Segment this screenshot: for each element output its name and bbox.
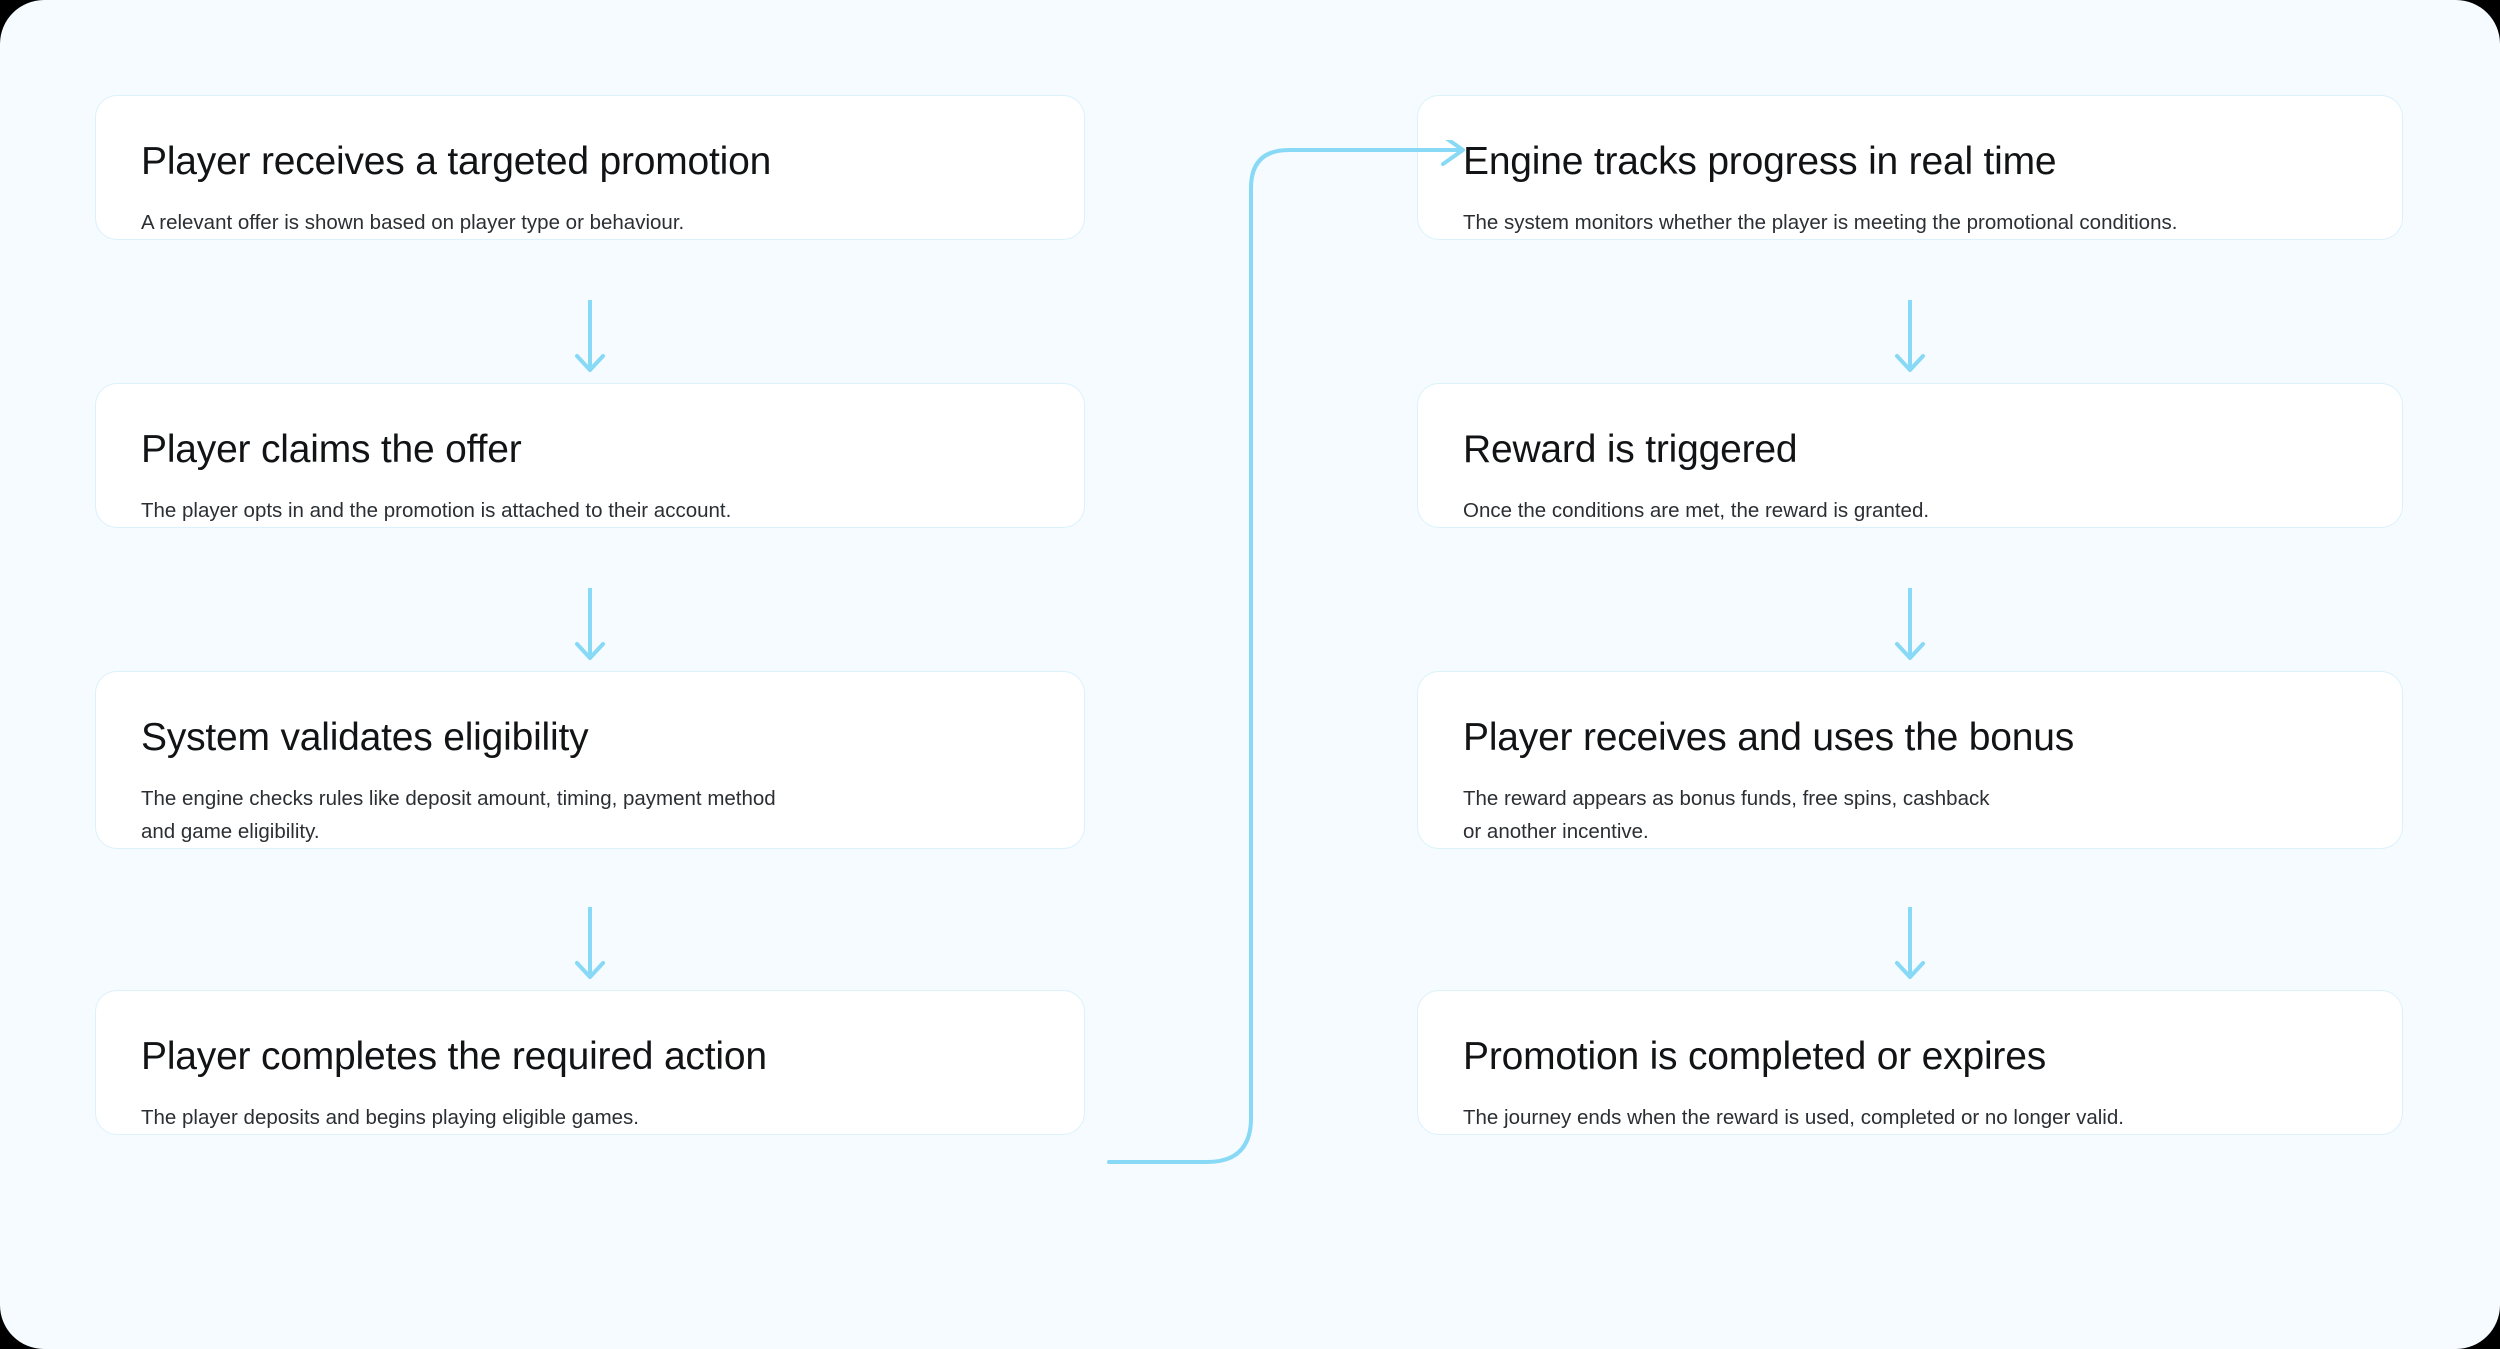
flow-card-description: The engine checks rules like deposit amo… xyxy=(141,782,1039,848)
flow-card-description-line-1: Once the conditions are met, the reward … xyxy=(1463,498,1930,522)
flow-card-heading: Player receives a targeted promotion xyxy=(141,140,772,183)
flow-row-7: Player receives and uses the bonus The r… xyxy=(1417,671,2403,979)
flow-card-heading: Reward is triggered xyxy=(1463,428,1798,471)
flow-row-5: Engine tracks progress in real time The … xyxy=(1417,95,2403,372)
flow-card-description-line-2: or another incentive. xyxy=(1463,819,1649,843)
flow-card-step-3[interactable]: System validates eligibility The engine … xyxy=(95,671,1085,850)
flow-card-step-4[interactable]: Player completes the required action The… xyxy=(95,990,1085,1135)
arrow-step3-step4 xyxy=(570,907,610,985)
flow-card-description-line-1: The engine checks rules like deposit amo… xyxy=(141,786,776,810)
flow-card-step-5[interactable]: Engine tracks progress in real time The … xyxy=(1417,95,2403,240)
flow-card-step-6[interactable]: Reward is triggered Once the conditions … xyxy=(1417,383,2403,528)
flow-row-6: Reward is triggered Once the conditions … xyxy=(1417,383,2403,660)
flow-row-2: Player claims the offer The player opts … xyxy=(95,383,1085,660)
flow-card-description: The player deposits and begins playing e… xyxy=(141,1101,1039,1134)
flow-card-step-7[interactable]: Player receives and uses the bonus The r… xyxy=(1417,671,2403,850)
flow-card-step-8[interactable]: Promotion is completed or expires The jo… xyxy=(1417,990,2403,1135)
arrow-step5-step6 xyxy=(1890,300,1930,378)
flow-card-step-1[interactable]: Player receives a targeted promotion A r… xyxy=(95,95,1085,240)
flow-card-step-2[interactable]: Player claims the offer The player opts … xyxy=(95,383,1085,528)
flow-card-description: The player opts in and the promotion is … xyxy=(141,494,1039,527)
flow-card-description: A relevant offer is shown based on playe… xyxy=(141,206,1039,239)
left-column: Player receives a targeted promotion A r… xyxy=(95,95,1085,1190)
flow-card-heading: Promotion is completed or expires xyxy=(1463,1035,2046,1078)
flow-card-heading: System validates eligibility xyxy=(141,716,589,759)
flow-row-3: System validates eligibility The engine … xyxy=(95,671,1085,979)
flow-row-8: Promotion is completed or expires The jo… xyxy=(1417,990,2403,1190)
flow-card-description-line-1: The player deposits and begins playing e… xyxy=(141,1105,640,1129)
flow-card-heading: Player claims the offer xyxy=(141,428,522,471)
flow-card-description: Once the conditions are met, the reward … xyxy=(1463,494,2357,527)
right-column: Engine tracks progress in real time The … xyxy=(1417,95,2403,1190)
flow-card-description: The journey ends when the reward is used… xyxy=(1463,1101,2357,1134)
flow-card-description-line-1: The reward appears as bonus funds, free … xyxy=(1463,786,1990,810)
flow-row-1: Player receives a targeted promotion A r… xyxy=(95,95,1085,372)
flow-card-description-line-1: The journey ends when the reward is used… xyxy=(1463,1105,2124,1129)
arrow-step1-step2 xyxy=(570,300,610,378)
flow-card-heading: Engine tracks progress in real time xyxy=(1463,140,2057,183)
arrow-step6-step7 xyxy=(1890,588,1930,666)
flow-card-description-line-1: The system monitors whether the player i… xyxy=(1463,210,2178,234)
flow-card-description-line-1: The player opts in and the promotion is … xyxy=(141,498,732,522)
flow-card-description: The system monitors whether the player i… xyxy=(1463,206,2357,239)
flow-card-description-line-1: A relevant offer is shown based on playe… xyxy=(141,210,685,234)
flow-card-description: The reward appears as bonus funds, free … xyxy=(1463,782,2357,848)
flow-row-4: Player completes the required action The… xyxy=(95,990,1085,1190)
flow-card-description-line-2: and game eligibility. xyxy=(141,819,320,843)
arrow-step2-step3 xyxy=(570,588,610,666)
flow-card-heading: Player receives and uses the bonus xyxy=(1463,716,2075,759)
arrow-step7-step8 xyxy=(1890,907,1930,985)
flow-card-heading: Player completes the required action xyxy=(141,1035,767,1078)
